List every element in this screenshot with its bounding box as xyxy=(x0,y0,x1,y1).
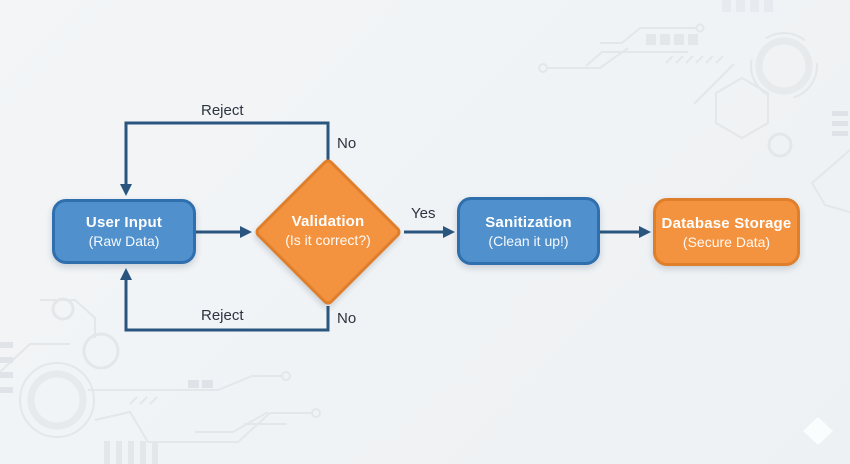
circuit-decor-top-right xyxy=(585,0,850,213)
edge-reject-loop-top xyxy=(120,121,330,196)
edge-label-no-bottom: No xyxy=(337,310,357,327)
edge-reject-loop-bottom xyxy=(120,268,330,332)
node-database-storage: Database Storage (Secure Data) xyxy=(653,198,800,266)
node-subtitle: (Secure Data) xyxy=(682,233,771,250)
watermark-diamond xyxy=(803,417,833,445)
edge-label-reject-top: Reject xyxy=(201,102,244,119)
edge-label-yes: Yes xyxy=(411,205,436,222)
node-subtitle: (Raw Data) xyxy=(88,233,160,249)
node-title: User Input xyxy=(85,214,163,231)
circuit-decor-top-center xyxy=(538,47,629,73)
node-title: Sanitization xyxy=(485,213,572,231)
edge-label-reject-bottom: Reject xyxy=(201,307,244,324)
edge-label-no-top: No xyxy=(337,135,357,152)
node-user-input: User Input (Raw Data) xyxy=(52,199,196,264)
circuit-decor-bottom-left xyxy=(0,297,321,464)
node-subtitle: (Clean it up!) xyxy=(488,232,569,249)
node-sanitization: Sanitization (Clean it up!) xyxy=(457,197,600,265)
node-title: Database Storage xyxy=(661,214,792,232)
